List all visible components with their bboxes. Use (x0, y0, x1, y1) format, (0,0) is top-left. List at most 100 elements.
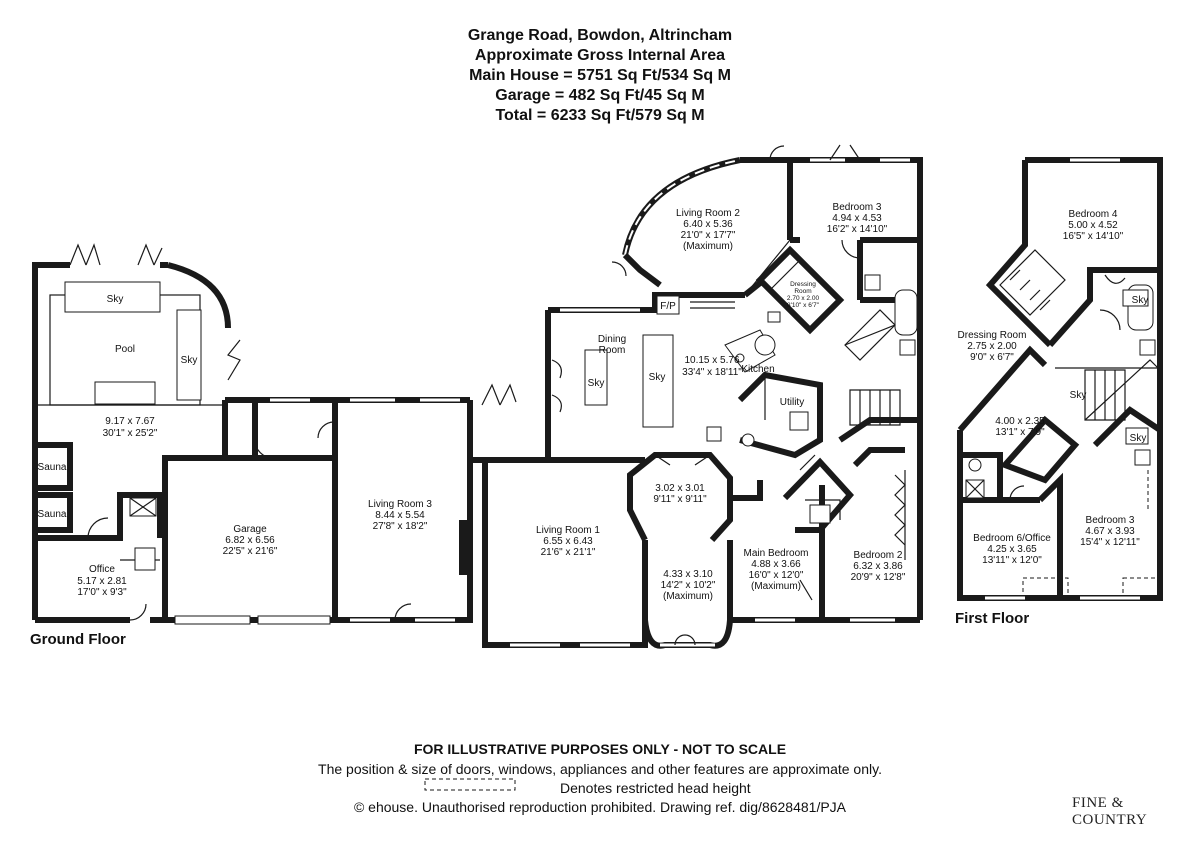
pool-dims: 9.17 x 7.67 (105, 416, 155, 427)
garage-door-1 (174, 615, 251, 625)
sauna-label: Sauna (38, 462, 67, 473)
restricted-height-area-2 (1122, 577, 1159, 597)
bed6-name: Bedroom 6/Office (973, 533, 1051, 544)
bed3f-name: Bedroom 3 (1086, 515, 1135, 526)
dressg-name-2: Room (794, 288, 811, 295)
garage-name: Garage (233, 524, 267, 535)
bed6-dims: 4.25 x 3.65 (987, 544, 1037, 555)
kitchen-sky-label: Sky (649, 372, 666, 383)
dining-name-2: Room (599, 345, 626, 356)
disclaimer-text: The position & size of doors, windows, a… (318, 761, 882, 777)
bedroom-3-block (755, 144, 923, 620)
kitchen-skylight (642, 334, 674, 428)
bed3f-dims: 4.67 x 3.93 (1085, 526, 1135, 537)
living2-dims: 6.40 x 5.36 (683, 219, 733, 230)
mainbed-note: (Maximum) (751, 581, 801, 592)
hall-dims: 3.02 x 3.01 (655, 483, 705, 494)
bay-imperial: 14'2" x 10'2" (661, 580, 716, 591)
main-wing (459, 280, 776, 649)
living1-dims: 6.55 x 6.43 (543, 536, 593, 547)
bed2-name: Bedroom 2 (854, 550, 903, 561)
bed6-imperial: 13'11" x 12'0" (982, 555, 1042, 566)
bed4-imperial: 16'5" x 14'10" (1063, 231, 1124, 242)
dressf-dims: 2.75 x 2.00 (967, 341, 1017, 352)
mainbed-name: Main Bedroom (743, 548, 808, 559)
hall-imperial: 9'11" x 9'11" (653, 494, 707, 505)
hob-icon (767, 311, 781, 323)
living3-name: Living Room 3 (368, 499, 432, 510)
first-floor-plan (957, 157, 1163, 601)
bifold-door-icon-2 (137, 243, 163, 266)
restricted-height-area-1 (1022, 577, 1069, 597)
shower-fixture-2 (809, 504, 831, 524)
living3-imperial: 27'8" x 18'2" (373, 521, 428, 532)
office-imperial: 17'0" x 9'3" (77, 587, 127, 598)
disclaimer-title: FOR ILLUSTRATIVE PURPOSES ONLY - NOT TO … (413, 741, 787, 757)
dressf-name: Dressing Room (958, 330, 1027, 341)
garage-imperial: 22'5" x 21'6" (223, 546, 278, 557)
landing-imperial: 13'1" x 7'9" (995, 427, 1045, 438)
dressg-dims: 2.70 x 2.00 (787, 295, 820, 302)
bed2-dims: 6.32 x 3.86 (853, 561, 903, 572)
pool-skylight-top (64, 281, 161, 313)
pool-sky-label: Sky (107, 294, 124, 305)
bed3f-imperial: 15'4" x 12'11" (1080, 537, 1140, 548)
pool-sky-label-2: Sky (181, 355, 198, 366)
first-floor-skylight-1 (1122, 289, 1149, 307)
utility-sink (789, 411, 809, 431)
first-floor-skylight-2 (1125, 427, 1149, 445)
zigzag-door-icon (227, 339, 241, 381)
restricted-height-legend-symbol (424, 778, 516, 791)
bed4-name: Bedroom 4 (1069, 209, 1118, 220)
bay-note: (Maximum) (663, 591, 713, 602)
mainbed-imperial: 16'0" x 12'0" (749, 570, 804, 581)
address-title: Grange Road, Bowdon, Altrincham (467, 27, 733, 44)
bed3g-dims: 4.94 x 4.53 (832, 213, 882, 224)
area-subtitle: Approximate Gross Internal Area (474, 47, 726, 64)
french-door-icon (551, 359, 562, 413)
pool-imperial: 30'1" x 25'2" (103, 428, 158, 439)
kitchen-dims: 10.15 x 5.76 (684, 355, 739, 366)
garage-dims: 6.82 x 6.56 (225, 535, 275, 546)
bed4-dims: 5.00 x 4.52 (1068, 220, 1118, 231)
room-labels: Sky Sky Pool 9.17 x 7.67 30'1" x 25'2" S… (30, 202, 1148, 648)
dining-name: Dining (598, 334, 626, 345)
dining-sky-label: Sky (588, 378, 605, 389)
fp-box (656, 295, 680, 315)
bath-fixture (894, 289, 918, 336)
living2-note: (Maximum) (683, 241, 733, 252)
ff-sky-label-1: Sky (1132, 295, 1149, 306)
dressg-imperial: 8'10" x 6'7" (787, 302, 820, 309)
fp-label: F/P (660, 301, 676, 312)
office-name: Office (89, 564, 115, 575)
sauna-label-2: Sauna (38, 509, 67, 520)
office-dims: 5.17 x 2.81 (77, 576, 127, 587)
bay-dims: 4.33 x 3.10 (663, 569, 713, 580)
dressg-name: Dressing (790, 281, 816, 288)
bed2-imperial: 20'9" x 12'8" (851, 572, 906, 583)
wc-fixture-2 (899, 339, 916, 356)
landing-dims: 4.00 x 2.35 (995, 416, 1045, 427)
pool-steps (94, 381, 156, 405)
living2-imperial: 21'0" x 17'7" (681, 230, 736, 241)
sink-fixture (864, 274, 881, 291)
ground-floor-label: Ground Floor (30, 631, 126, 648)
wc-fixture (134, 547, 156, 571)
dining-skylight (584, 349, 608, 406)
bed3g-imperial: 16'2" x 14'10" (827, 224, 888, 235)
kitchen-imperial: 33'4" x 18'11" (682, 367, 742, 378)
fireplace (459, 520, 471, 575)
front-door-icon (674, 634, 696, 646)
copyright-text: © ehouse. Unauthorised reproduction proh… (353, 799, 847, 815)
pool-skylight-side (176, 309, 202, 401)
bifold-door-icon (69, 243, 101, 266)
bifold-door-icon-3 (481, 383, 517, 406)
living1-imperial: 21'6" x 21'1" (541, 547, 596, 558)
first-floor-label: First Floor (955, 610, 1029, 627)
living3-dims: 8.44 x 5.54 (375, 510, 425, 521)
main-house-area: Main House = 5751 Sq Ft/534 Sq M (469, 67, 731, 84)
kitchen-table (754, 334, 776, 356)
garage-door-2 (257, 615, 331, 625)
kitchen-name: Kitchen (741, 364, 774, 375)
